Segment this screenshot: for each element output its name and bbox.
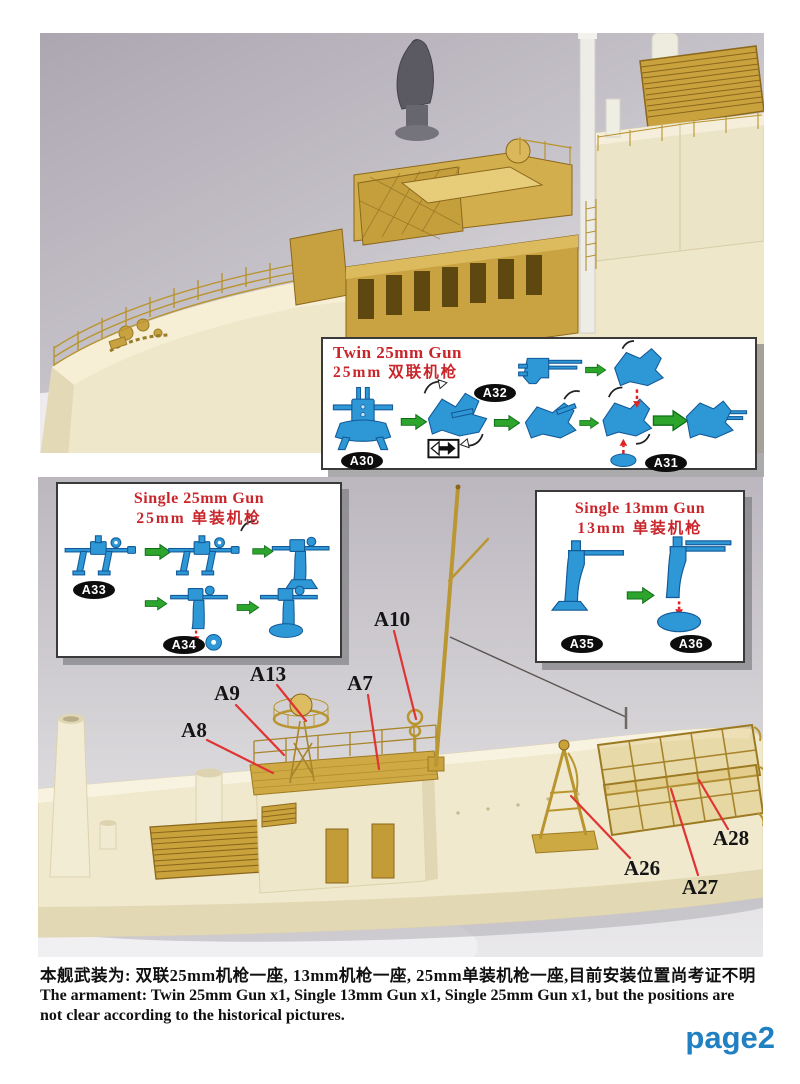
leader-lines xyxy=(205,629,730,877)
inset-single-25mm: Single 25mm Gun 25mm 单装机枪 xyxy=(56,482,342,658)
callout-a31: A31 xyxy=(645,454,687,472)
part-label-a28: A28 xyxy=(712,826,750,850)
inset-s13-title-zh: 13mm 单装机枪 xyxy=(577,520,703,537)
callout-a32: A32 xyxy=(474,384,516,402)
armament-note-zh: 本舰武装为: 双联25mm机枪一座, 13mm机枪一座, 25mm单装机枪一座,… xyxy=(40,966,756,985)
twin-25mm-assembly-diagram xyxy=(332,340,748,468)
callout-a35: A35 xyxy=(561,635,603,653)
page-number: page2 xyxy=(685,1020,775,1055)
armament-note: 本舰武装为: 双联25mm机枪一座, 13mm机枪一座, 25mm单装机枪一座,… xyxy=(40,966,764,1025)
inset-s13-title-en: Single 13mm Gun xyxy=(574,500,706,517)
part-label-a13: A13 xyxy=(249,662,287,686)
callout-a30: A30 xyxy=(341,452,383,470)
single-25mm-assembly-diagram xyxy=(64,520,330,651)
inset-twin-25mm: Twin 25mm Gun 25mm 双联机枪 xyxy=(321,337,757,472)
callout-a33: A33 xyxy=(73,581,115,599)
inset-s25-title: Single 25mm Gun 25mm 单装机枪 xyxy=(58,489,340,529)
photo-bottom-overview: A10 A13 A9 A7 A8 A26 A27 A28 xyxy=(38,477,763,957)
callout-a34: A34 xyxy=(163,636,205,654)
armament-note-en-line2: not clear according to the historical pi… xyxy=(40,1006,345,1024)
inset-twin-title: Twin 25mm Gun 25mm 双联机枪 xyxy=(333,342,462,383)
part-label-a10: A10 xyxy=(373,607,411,631)
armament-note-en-line1: The armament: Twin 25mm Gun x1, Single 1… xyxy=(40,987,735,1004)
part-label-a7: A7 xyxy=(347,671,373,695)
single-13mm-assembly-diagram xyxy=(550,536,732,633)
inset-s25-title-zh: 25mm 单装机枪 xyxy=(136,510,262,527)
part-label-a26: A26 xyxy=(623,856,661,880)
inset-s13-title: Single 13mm Gun 13mm 单装机枪 xyxy=(537,499,743,539)
part-label-a9: A9 xyxy=(214,681,240,705)
part-label-a27: A27 xyxy=(681,875,719,899)
inset-single-13mm: Single 13mm Gun 13mm 单装机枪 A35 A36 xyxy=(535,490,745,663)
inset-twin-title-en: Twin 25mm Gun xyxy=(333,343,462,362)
part-label-a8: A8 xyxy=(181,718,207,742)
inset-s25-title-en: Single 25mm Gun xyxy=(133,490,265,507)
inset-twin-title-zh: 25mm 双联机枪 xyxy=(333,364,459,381)
callout-a36: A36 xyxy=(670,635,712,653)
